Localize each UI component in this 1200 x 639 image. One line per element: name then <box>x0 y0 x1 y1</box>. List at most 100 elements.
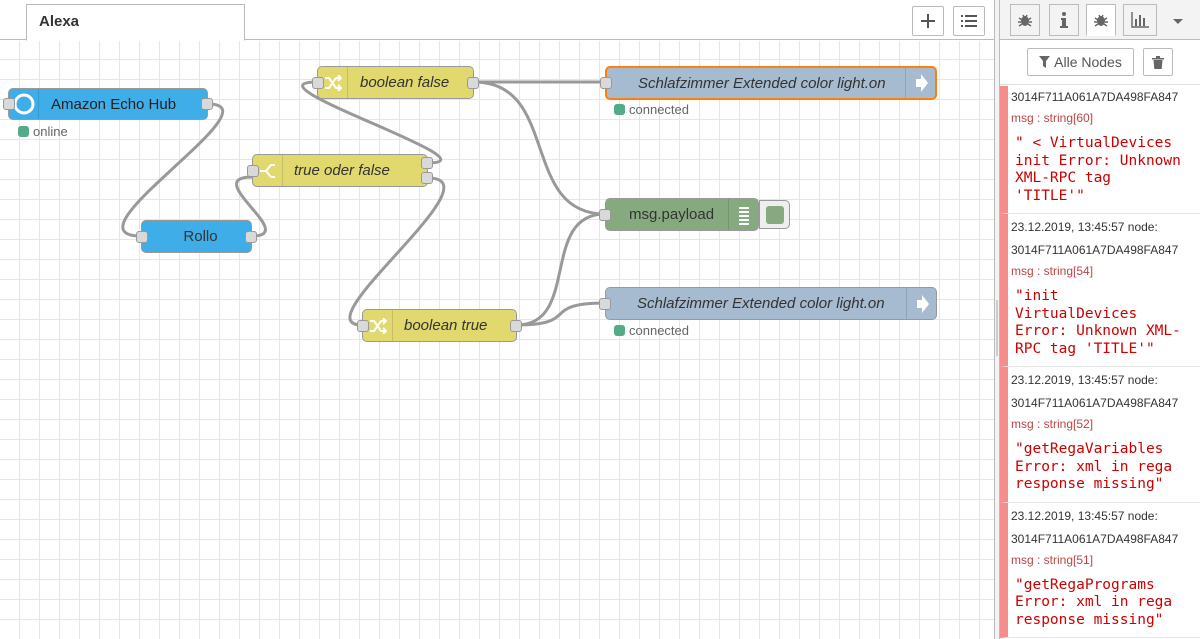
arrow-right-icon <box>906 288 936 319</box>
node-boolean-true[interactable]: boolean true <box>357 309 522 342</box>
node-true-oder-false[interactable]: true oder false <box>247 154 433 187</box>
filter-label: Alle Nodes <box>1054 54 1122 70</box>
plus-icon <box>921 14 935 28</box>
message-body: "init VirtualDevices Error: Unknown XML-… <box>1015 288 1181 357</box>
message-type: msg : string[51] <box>1011 552 1094 567</box>
input-port[interactable] <box>136 231 148 243</box>
output-port[interactable] <box>201 98 213 110</box>
message-body: " < VirtualDevices init Error: Unknown X… <box>1015 135 1181 204</box>
node-label: boolean false <box>360 74 450 91</box>
tab-info[interactable] <box>1049 4 1079 36</box>
tab-alexa[interactable]: Alexa <box>26 4 245 41</box>
node-debug-msg-payload[interactable]: msg.payload <box>599 198 759 231</box>
output-port[interactable] <box>245 231 257 243</box>
arrow-right-icon <box>905 68 935 98</box>
sidebar-splitter[interactable] <box>994 0 1000 639</box>
debug-message[interactable]: 23.12.2019, 13:45:57 node: 3014F711A061A… <box>1000 367 1200 503</box>
wire[interactable] <box>121 102 225 238</box>
status-connected: connected <box>614 323 689 338</box>
message-body: "getRegaVariables Error: xml in rega res… <box>1015 441 1173 492</box>
wire[interactable] <box>235 175 267 238</box>
input-port[interactable] <box>3 98 15 110</box>
wire[interactable] <box>348 176 446 327</box>
input-port[interactable] <box>247 165 259 177</box>
debug-message[interactable]: 23.12.2019, 13:45:57 node: 3014F711A061A… <box>1000 214 1200 367</box>
splitter-grip[interactable] <box>996 300 998 356</box>
wire[interactable] <box>516 301 606 327</box>
output-port-false[interactable] <box>421 172 433 184</box>
workspace-tabbar: Alexa <box>0 0 994 41</box>
caret-down-icon <box>1173 19 1183 24</box>
status-text: online <box>33 124 68 139</box>
flow-canvas[interactable]: Amazon Echo Hub online Rollo boolean fal… <box>0 41 994 639</box>
status-text: connected <box>629 102 689 117</box>
message-node-id[interactable]: 3014F711A061A7DA498FA847 <box>1011 90 1179 104</box>
tab-label: Alexa <box>39 13 80 30</box>
message-body: "getRegaPrograms Error: xml in rega resp… <box>1015 576 1173 628</box>
input-port[interactable] <box>357 320 369 332</box>
tab-debug[interactable] <box>1010 4 1040 36</box>
node-schlafzimmer-light-2[interactable]: Schlafzimmer Extended color light.on <box>599 287 937 320</box>
message-type: msg : string[54] <box>1011 264 1094 278</box>
wire[interactable] <box>473 80 606 216</box>
list-icon <box>961 15 977 27</box>
debug-message[interactable]: 3014F711A061A7DA498FA847 msg : string[60… <box>1000 86 1200 214</box>
message-node-id[interactable]: 3014F711A061A7DA498FA847 <box>1011 396 1179 410</box>
node-label: msg.payload <box>629 206 715 223</box>
debug-toggle-indicator <box>766 206 784 224</box>
trash-icon <box>1152 55 1164 69</box>
bug-icon <box>1018 14 1032 27</box>
message-meta: 23.12.2019, 13:45:57 node: <box>1011 220 1158 234</box>
message-meta: 23.12.2019, 13:45:57 node: <box>1011 373 1158 387</box>
switch-icon <box>253 155 283 186</box>
debug-messages[interactable]: 3014F711A061A7DA498FA847 msg : string[60… <box>1000 86 1200 639</box>
filter-icon <box>1039 56 1051 68</box>
add-tab-button[interactable] <box>912 6 944 36</box>
clear-messages-button[interactable] <box>1143 48 1173 76</box>
debug-message[interactable]: 23.12.2019, 13:45:57 node: 3014F711A061A… <box>1000 502 1200 638</box>
wire[interactable] <box>516 212 606 327</box>
node-rollo[interactable]: Rollo <box>136 220 257 253</box>
chart-icon <box>1131 12 1149 28</box>
status-online: online <box>18 124 68 139</box>
node-schlafzimmer-light-1[interactable]: Schlafzimmer Extended color light.on <box>600 66 937 100</box>
info-icon <box>1060 12 1068 28</box>
message-meta: 23.12.2019, 13:45:57 node: <box>1011 508 1158 523</box>
status-text: connected <box>629 323 689 338</box>
node-label: Amazon Echo Hub <box>51 95 177 113</box>
shuffle-icon <box>318 67 348 98</box>
tab-list-button[interactable] <box>953 6 985 36</box>
debug-toggle-button[interactable] <box>759 200 790 229</box>
tab-debug-active[interactable] <box>1086 4 1116 36</box>
status-dot <box>18 126 29 137</box>
tab-dashboard[interactable] <box>1123 4 1157 36</box>
node-label: Rollo <box>183 228 218 245</box>
output-port[interactable] <box>510 320 522 332</box>
bug-icon <box>1094 14 1108 27</box>
debug-sidebar: Alle Nodes 3014F711A061A7DA498FA847 msg … <box>1000 0 1200 639</box>
sidebar-tabs <box>1000 0 1200 40</box>
message-node-id[interactable]: 3014F711A061A7DA498FA847 <box>1011 531 1179 546</box>
node-label: Schlafzimmer Extended color light.on <box>638 74 886 92</box>
input-port[interactable] <box>600 77 612 89</box>
sidebar-menu-button[interactable] <box>1172 13 1186 27</box>
wires-layer <box>121 80 606 327</box>
debug-toolbar: Alle Nodes <box>1000 41 1200 85</box>
wire[interactable] <box>301 80 442 165</box>
node-label: Schlafzimmer Extended color light.on <box>637 295 885 312</box>
node-boolean-false[interactable]: boolean false <box>312 66 479 99</box>
output-port-true[interactable] <box>421 157 433 169</box>
debug-list-icon <box>728 199 758 230</box>
filter-button[interactable]: Alle Nodes <box>1027 48 1134 76</box>
input-port[interactable] <box>599 298 611 310</box>
input-port[interactable] <box>312 77 324 89</box>
node-label: true oder false <box>294 162 390 179</box>
node-label: boolean true <box>404 317 488 334</box>
input-port[interactable] <box>599 209 611 221</box>
message-node-id[interactable]: 3014F711A061A7DA498FA847 <box>1011 243 1179 257</box>
shuffle-icon <box>363 310 393 341</box>
output-port[interactable] <box>467 77 479 89</box>
message-type: msg : string[60] <box>1011 111 1094 125</box>
node-amazon-echo-hub[interactable]: Amazon Echo Hub <box>3 88 213 120</box>
